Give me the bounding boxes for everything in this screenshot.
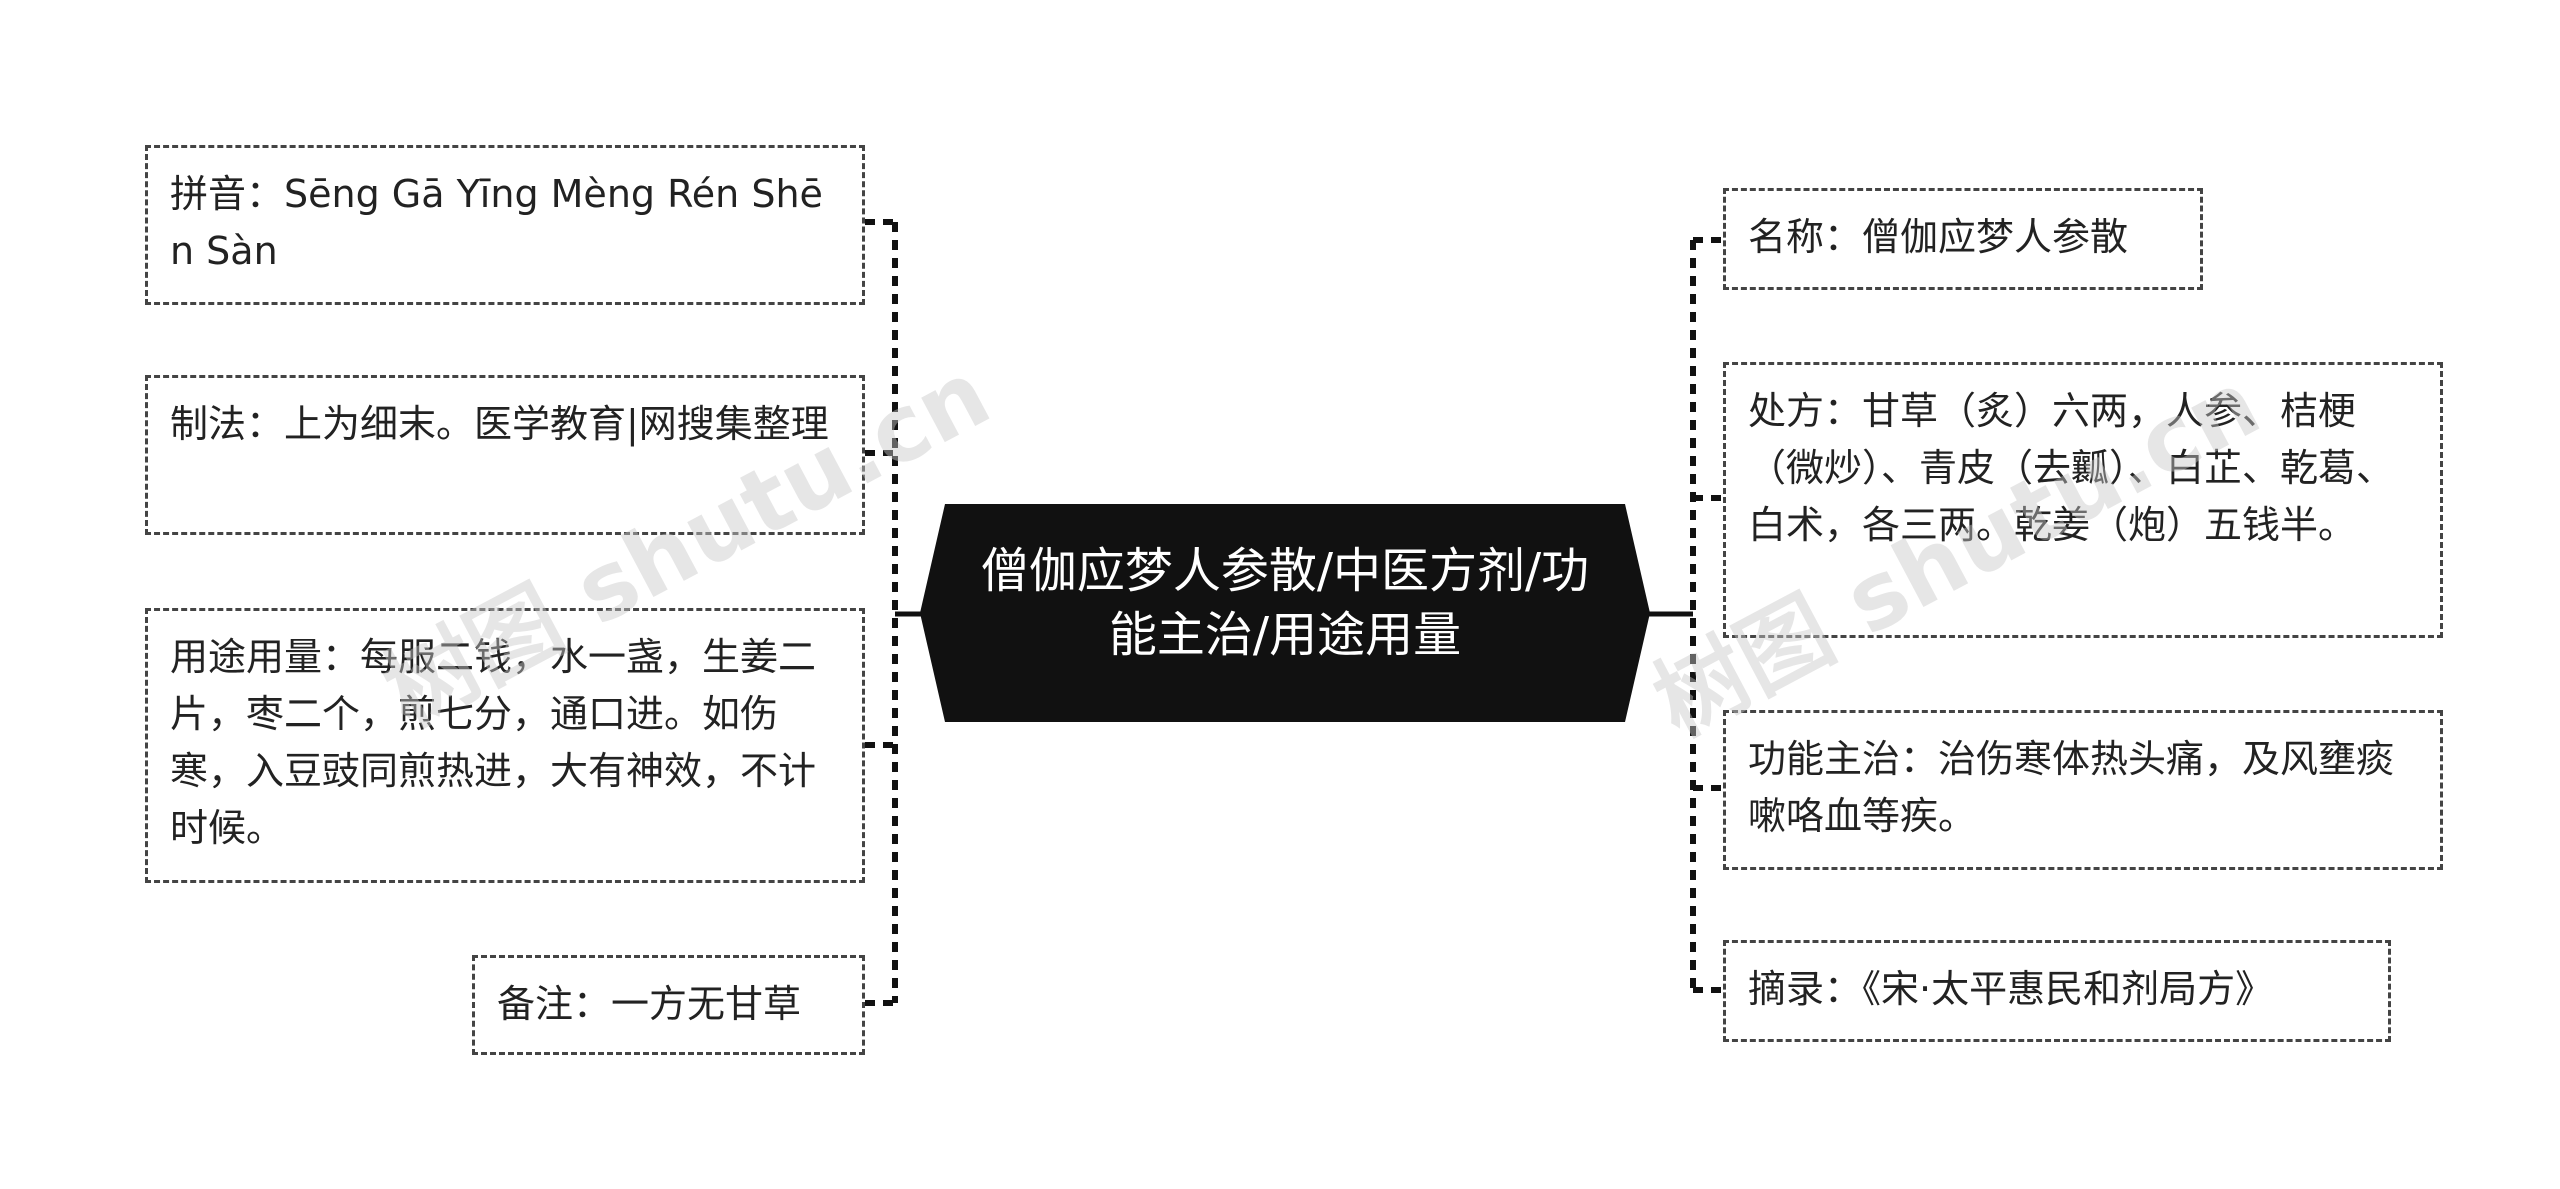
topic-chufang[interactable]: 处方：甘草（炙）六两，人参、桔梗（微炒）、青皮（去瓤）、白芷、乾葛、白术，各三两…: [1723, 362, 2443, 638]
topic-beizhu[interactable]: 备注：一方无甘草: [472, 955, 865, 1055]
topic-gongneng-label: 功能主治：治伤寒体热头痛，及风壅痰嗽咯血等疾。: [1748, 737, 2395, 838]
topic-mingcheng[interactable]: 名称：僧伽应梦人参散: [1723, 188, 2203, 290]
topic-pinyin[interactable]: 拼音：Sēng Gā Yīng Mèng Rén Shēn Sàn: [145, 145, 865, 305]
topic-pinyin-label: 拼音：Sēng Gā Yīng Mèng Rén Shēn Sàn: [170, 172, 823, 273]
topic-chufang-label: 处方：甘草（炙）六两，人参、桔梗（微炒）、青皮（去瓤）、白芷、乾葛、白术，各三两…: [1748, 389, 2395, 547]
topic-zhailu-label: 摘录：《宋·太平惠民和剂局方》: [1748, 967, 2274, 1011]
central-topic-shape: [920, 504, 1650, 722]
topic-yongtu-label: 用途用量：每服二钱，水一盏，生姜二片，枣二个，煎七分，通口进。如伤寒，入豆豉同煎…: [170, 635, 817, 850]
central-topic-label: 僧伽应梦人参散/中医方剂/功能主治/用途用量: [980, 543, 1590, 663]
topic-zhailu[interactable]: 摘录：《宋·太平惠民和剂局方》: [1723, 940, 2391, 1042]
topic-mingcheng-label: 名称：僧伽应梦人参散: [1748, 215, 2129, 259]
central-topic[interactable]: 僧伽应梦人参散/中医方剂/功能主治/用途用量: [920, 504, 1650, 722]
topic-beizhu-label: 备注：一方无甘草: [497, 982, 802, 1026]
topic-yongtu[interactable]: 用途用量：每服二钱，水一盏，生姜二片，枣二个，煎七分，通口进。如伤寒，入豆豉同煎…: [145, 608, 865, 883]
topic-zhifa[interactable]: 制法：上为细末。医学教育|网搜集整理: [145, 375, 865, 535]
topic-gongneng[interactable]: 功能主治：治伤寒体热头痛，及风壅痰嗽咯血等疾。: [1723, 710, 2443, 870]
topic-zhifa-label: 制法：上为细末。医学教育|网搜集整理: [170, 402, 829, 446]
